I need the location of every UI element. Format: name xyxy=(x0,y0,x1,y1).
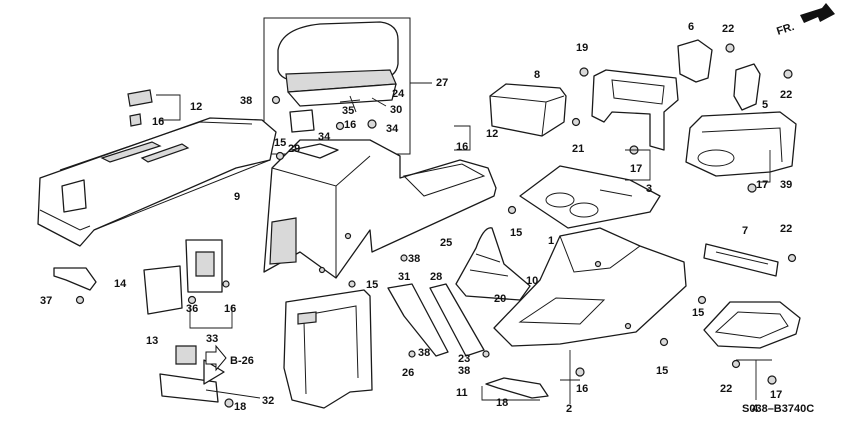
callout-21: 21 xyxy=(572,143,584,155)
bracket-part-26 xyxy=(283,289,373,409)
callout-26: 26 xyxy=(402,367,414,379)
callout-15e: 15 xyxy=(656,365,668,377)
callout-20: 20 xyxy=(494,293,506,305)
brackets-5-6 xyxy=(677,39,761,111)
callout-30: 30 xyxy=(390,104,402,116)
callout-38b: 38 xyxy=(408,253,420,265)
callout-22b: 22 xyxy=(780,89,792,101)
callout-38a: 38 xyxy=(240,95,252,107)
callout-16d: 16 xyxy=(576,383,588,395)
callout-18a: 18 xyxy=(234,401,246,413)
callout-8: 8 xyxy=(534,69,540,81)
callout-34a: 34 xyxy=(318,131,331,143)
callout-5: 5 xyxy=(762,99,768,111)
callout-6: 6 xyxy=(688,21,694,33)
callout-28: 28 xyxy=(430,271,442,283)
callout-29: 29 xyxy=(288,143,300,155)
callout-labels: 1 2 3 4 5 6 7 8 9 10 11 12 12 13 14 15 1… xyxy=(40,21,792,415)
cup-holder-part-39 xyxy=(685,111,797,177)
callout-9: 9 xyxy=(234,191,240,203)
callout-4: 4 xyxy=(752,403,759,415)
diagram-code: S038–B3740C xyxy=(742,403,814,415)
leader-lines xyxy=(156,82,772,404)
callout-12b: 12 xyxy=(486,128,498,140)
callout-7: 7 xyxy=(742,225,748,237)
callout-22d: 22 xyxy=(720,383,732,395)
callout-39: 39 xyxy=(780,179,792,191)
left-small-parts xyxy=(53,89,230,315)
callout-14: 14 xyxy=(114,278,127,290)
callout-16c: 16 xyxy=(224,303,236,315)
callout-18b: 18 xyxy=(496,397,508,409)
pocket-part-8 xyxy=(489,83,567,137)
callout-16e: 16 xyxy=(344,119,356,131)
callout-36: 36 xyxy=(186,303,198,315)
callout-27: 27 xyxy=(436,77,448,89)
callout-16a: 16 xyxy=(152,116,164,128)
middle-brackets xyxy=(387,283,549,399)
callout-24: 24 xyxy=(392,88,405,100)
callout-37: 37 xyxy=(40,295,52,307)
callout-15b: 15 xyxy=(510,227,522,239)
callout-17c: 17 xyxy=(770,389,782,401)
callout-10: 10 xyxy=(526,275,538,287)
rear-console-part-9 xyxy=(37,117,277,247)
callout-33: 33 xyxy=(206,333,218,345)
reference-arrow-b26: B-26 xyxy=(205,344,254,372)
armrest-lid-assembly xyxy=(263,17,411,155)
callout-1: 1 xyxy=(548,235,554,247)
front-console-part-2 xyxy=(493,227,687,347)
callout-3: 3 xyxy=(646,183,652,195)
tray-part-4 xyxy=(703,301,801,349)
callout-16b: 16 xyxy=(456,141,468,153)
shift-boot-part-10 xyxy=(455,227,531,301)
center-console-part-25 xyxy=(263,139,497,279)
frame-part-3 xyxy=(591,69,679,151)
callout-31: 31 xyxy=(398,271,410,283)
callout-35: 35 xyxy=(342,105,354,117)
callout-22c: 22 xyxy=(780,223,792,235)
callout-23: 23 xyxy=(458,353,470,365)
center-tray-part-1 xyxy=(519,165,661,229)
reference-label: B-26 xyxy=(230,355,254,367)
direction-label: FR. xyxy=(775,21,796,38)
callout-13: 13 xyxy=(146,335,158,347)
callout-22a: 22 xyxy=(722,23,734,35)
callout-25: 25 xyxy=(440,237,452,249)
callout-15c: 15 xyxy=(366,279,378,291)
callout-32: 32 xyxy=(262,395,274,407)
callout-11: 11 xyxy=(456,387,468,399)
callout-12a: 12 xyxy=(190,101,202,113)
callout-2: 2 xyxy=(566,403,572,415)
front-direction-arrow: FR. xyxy=(775,3,835,38)
callout-34b: 34 xyxy=(386,123,399,135)
callout-17b: 17 xyxy=(756,179,768,191)
fasteners xyxy=(224,43,797,408)
callout-15a: 15 xyxy=(274,137,286,149)
callout-17a: 17 xyxy=(630,163,642,175)
callout-19: 19 xyxy=(576,42,588,54)
callout-38d: 38 xyxy=(458,365,470,377)
callout-15d: 15 xyxy=(692,307,704,319)
bracket-part-32 xyxy=(159,345,225,403)
rail-part-7 xyxy=(703,243,779,277)
callout-38c: 38 xyxy=(418,347,430,359)
